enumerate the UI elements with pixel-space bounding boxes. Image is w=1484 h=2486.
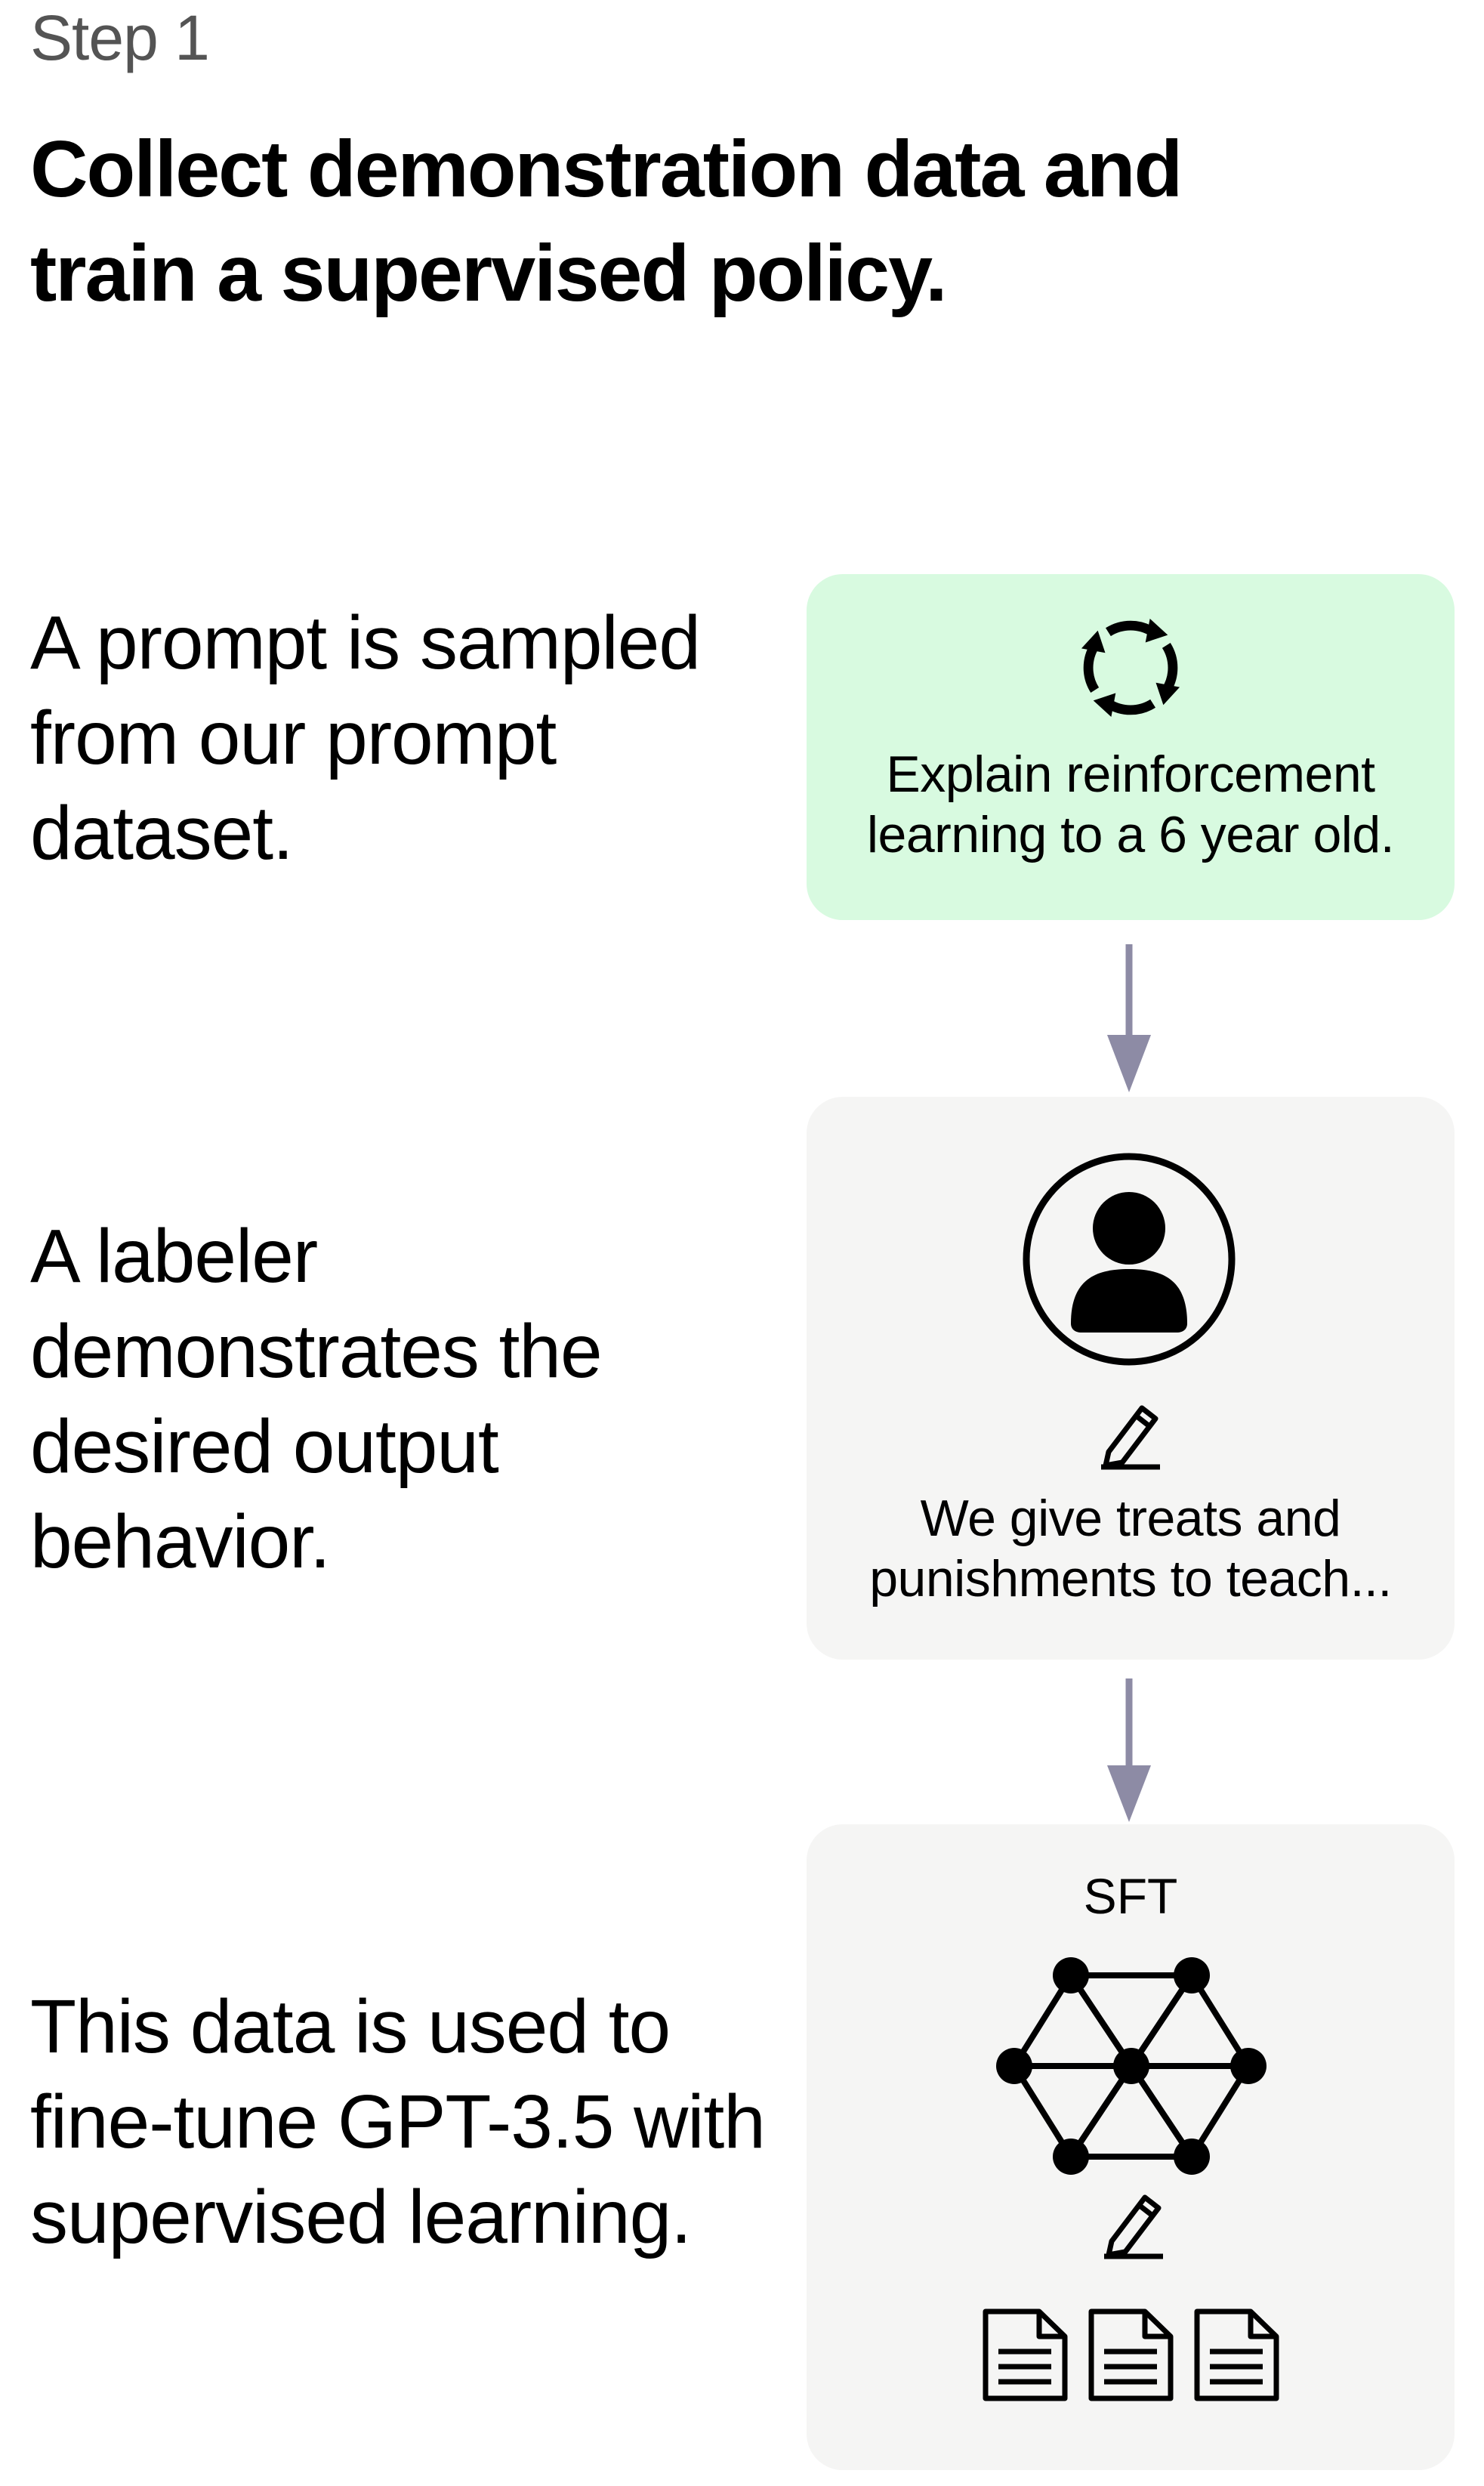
- refresh-cycle-icon: [1081, 618, 1180, 718]
- prompt-card: Explain reinforcement learning to a 6 ye…: [807, 574, 1455, 920]
- sft-model-card: SFT: [807, 1824, 1455, 2470]
- demonstration-text: We give treats and punishments to teach.…: [869, 1490, 1392, 1607]
- arrow-down-icon: [1107, 944, 1151, 1092]
- neural-network-icon: [996, 1957, 1266, 2175]
- stage-1-description: A prompt is sampled from our prompt data…: [30, 601, 701, 876]
- prompt-text: Explain reinforcement learning to a 6 ye…: [866, 746, 1395, 863]
- labeler-avatar-icon: [1023, 1153, 1236, 1366]
- labeler-card: We give treats and punishments to teach.…: [807, 1097, 1455, 1660]
- stage-3-description: This data is used to fine-tune GPT-3.5 w…: [30, 1984, 766, 2259]
- pencil-icon: [1101, 1405, 1160, 1470]
- sft-label: SFT: [1083, 1868, 1178, 1924]
- pencil-icon: [1104, 2194, 1163, 2259]
- document-icon: [983, 2308, 1068, 2401]
- arrow-down-icon: [1107, 1678, 1151, 1822]
- page-title: Collect demonstration data and train a s…: [30, 125, 1183, 318]
- document-icon: [1088, 2308, 1174, 2401]
- document-icon: [1194, 2308, 1279, 2401]
- step-label: Step 1: [30, 2, 210, 73]
- stage-2-description: A labeler demonstrates the desired outpu…: [30, 1214, 603, 1584]
